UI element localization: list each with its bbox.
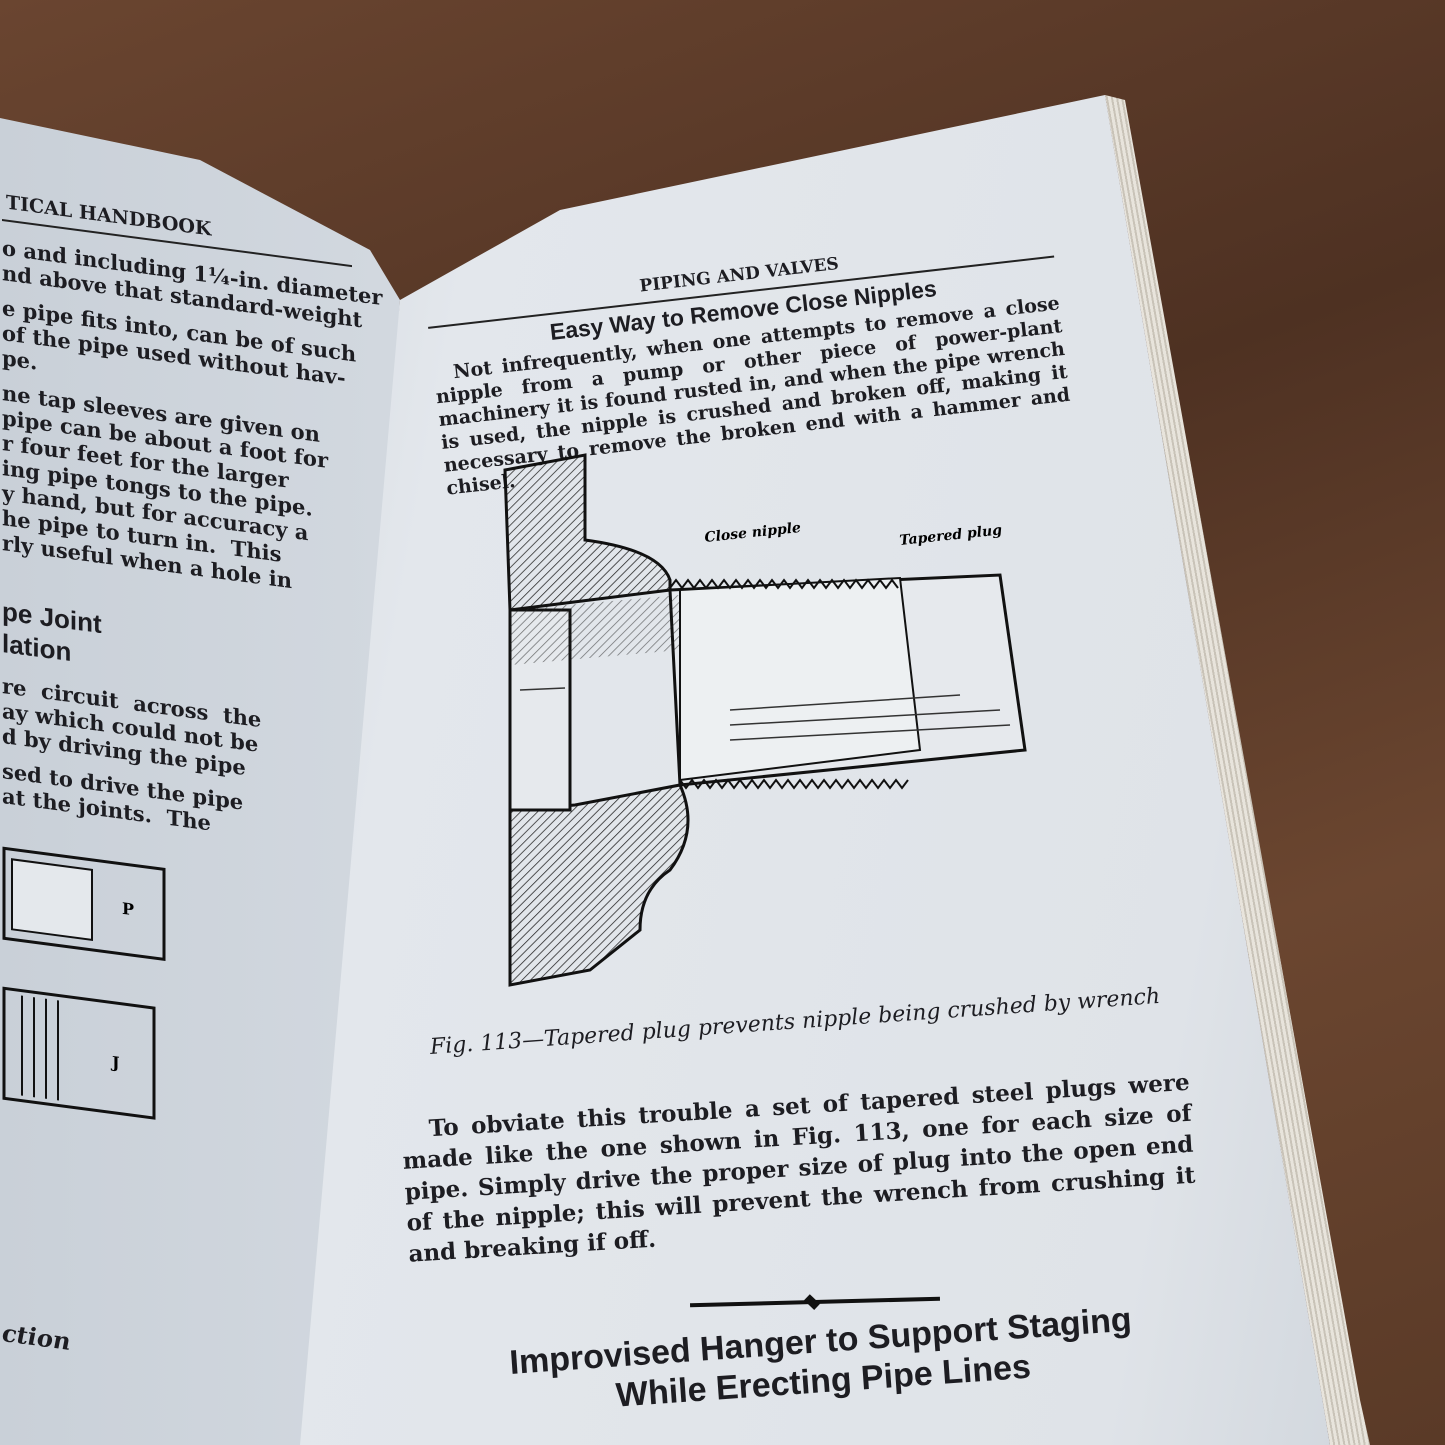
left-page-text: TICAL HANDBOOK o and including 1¼-in. di… [2,190,382,1356]
svg-text:P: P [122,899,134,920]
label-close-nipple: Close nipple [704,520,802,546]
svg-text:J: J [110,1052,120,1072]
paragraph: ne tap sleeves are given on pipe can be … [2,380,329,594]
label-tapered-plug: Tapered plug [899,522,1003,549]
close-nipple-figure: Close nipple Tapered plug [503,453,1027,987]
pipe-joint-figure: P J [2,846,166,1120]
